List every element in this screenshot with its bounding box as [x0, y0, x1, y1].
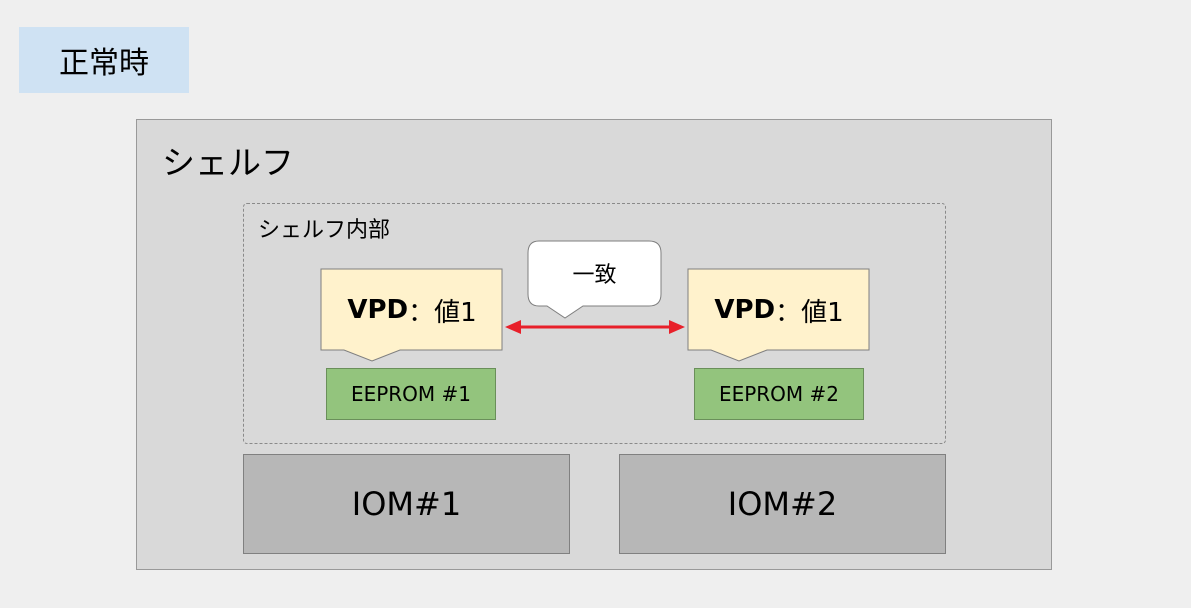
vpd-key-2: VPD: [714, 295, 776, 325]
state-label: 正常時: [59, 46, 149, 81]
vpd-value-text-2: 値1: [801, 297, 844, 328]
shelf-inner-box: [243, 203, 946, 444]
eeprom-2: EEPROM #2: [694, 368, 864, 420]
iom-2: IOM#2: [619, 454, 946, 554]
vpd-callout-2: [687, 268, 870, 362]
iom-1: IOM#1: [243, 454, 570, 554]
vpd-value-2: VPD：値1: [688, 269, 870, 351]
match-arrow: [505, 320, 685, 334]
vpd-separator-1: ：: [408, 297, 435, 328]
eeprom-1: EEPROM #1: [326, 368, 496, 420]
vpd-separator-2: ：: [775, 297, 802, 328]
shelf-inner-title: シェルフ内部: [258, 218, 391, 243]
match-callout: [527, 240, 662, 319]
state-badge: 正常時: [19, 27, 189, 93]
match-label: 一致: [572, 263, 617, 288]
shelf-title: シェルフ: [162, 143, 294, 182]
vpd-callout-1: [320, 268, 503, 362]
vpd-value-1: VPD：値1: [321, 269, 503, 351]
vpd-value-text-1: 値1: [434, 297, 477, 328]
vpd-key-1: VPD: [347, 295, 409, 325]
